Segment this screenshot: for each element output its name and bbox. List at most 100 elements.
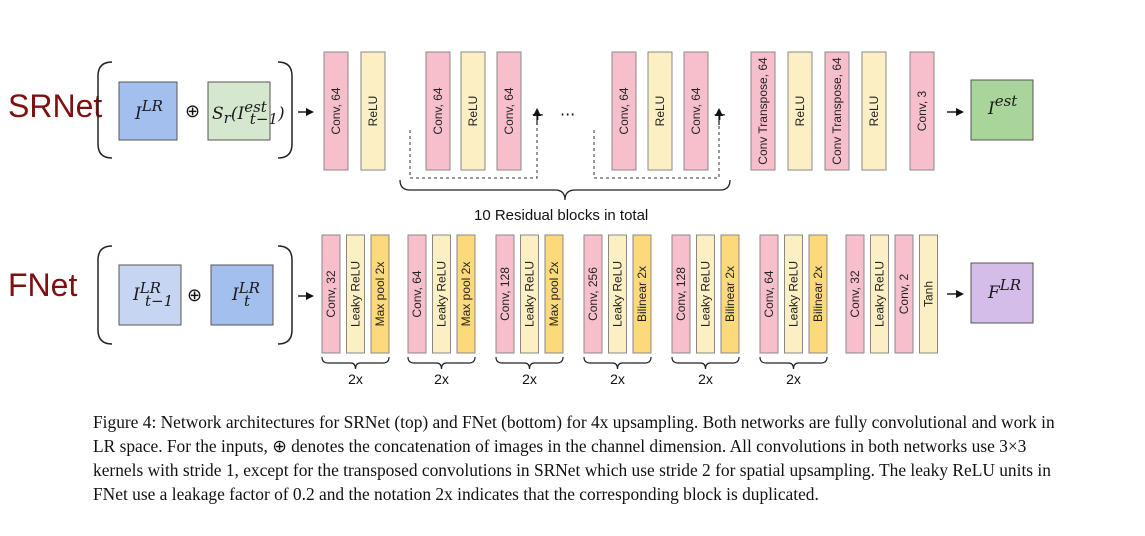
fnet-group-4-layer-2: [608, 234, 627, 354]
fnet-group-4-dup-label: 2x: [610, 371, 625, 387]
fnet-group-1-layer-3-label: Max pool 2x: [373, 262, 387, 327]
srnet-concat-symbol: ⊕: [185, 101, 200, 122]
srnet-input-warped-box: [207, 81, 271, 141]
srnet-layer-2-label: ReLU: [366, 96, 380, 127]
srnet-layer-1-label: Conv, 64: [329, 87, 343, 134]
fnet-group-5-layer-2-label: Leaky ReLU: [699, 261, 713, 327]
fnet-group-1-layer-1-label: Conv, 32: [324, 270, 338, 317]
srnet-residual-label: 10 Residual blocks in total: [474, 207, 648, 224]
fnet-group-1-layer-2: [346, 234, 365, 354]
fnet-group-7-layer-4-label: Tanh: [922, 281, 936, 307]
srnet-layer-12: [861, 51, 887, 171]
srnet-layer-11-label: Conv Transpose, 64: [830, 57, 844, 165]
caption-suffix: use a leakage factor of 0.2 and the nota…: [127, 484, 819, 504]
fnet-group-1-layer-1: [321, 234, 341, 354]
fnet-group-7-layer-4: [919, 234, 938, 354]
fnet-group-3-layer-2: [520, 234, 539, 354]
fnet-group-7-layer-2-label: Leaky ReLU: [873, 261, 887, 327]
fnet-group-1-dup-label: 2x: [348, 371, 363, 387]
caption-mid3: which use stride 2 for spatial upsamplin…: [580, 460, 1056, 480]
srnet-layer-10: [787, 51, 813, 171]
srnet-layer-12-label: ReLU: [867, 96, 881, 127]
fnet-group-3-dup-brace: [495, 356, 564, 370]
caption-srnet: SRNet: [343, 412, 391, 432]
caption-mid1: (top) and: [390, 412, 462, 432]
fnet-group-2-layer-3: [456, 234, 476, 354]
caption-prefix: Figure 4: Network architectures for: [93, 412, 344, 432]
srnet-layer-10-label: ReLU: [793, 96, 807, 127]
srnet-layer-8: [683, 51, 709, 171]
fnet-layers: Conv, 32 Leaky ReLU Max pool 2x 2x Conv, 64 L…: [321, 234, 938, 387]
srnet-output-box: [970, 79, 1034, 141]
srnet-layer-6: [611, 51, 637, 171]
fnet-group-3-layer-3: [544, 234, 564, 354]
fnet-output-box: [970, 262, 1034, 324]
fnet-group-1-layer-3: [370, 234, 390, 354]
fnet-group-2-layer-2-label: Leaky ReLU: [435, 261, 449, 327]
fnet-group-5-dup-label: 2x: [698, 371, 713, 387]
srnet-layer-2: [360, 51, 386, 171]
fnet-group-6-layer-1: [759, 234, 779, 354]
fnet-group-3-layer-1: [495, 234, 515, 354]
fnet-group-6-layer-3: [808, 234, 828, 354]
fnet-group-5-layer-3-label: Bilinear 2x: [723, 266, 737, 322]
fnet-group-6-layer-3-label: Bilinear 2x: [811, 266, 825, 322]
srnet-layer-9: [750, 51, 776, 171]
fnet-group-6-layer-2-label: Leaky ReLU: [787, 261, 801, 327]
fnet-group-2-layer-1-label: Conv, 64: [410, 270, 424, 317]
fnet-group-4-layer-1: [583, 234, 603, 354]
fnet-group-7-layer-1: [845, 234, 865, 354]
srnet-output-label: Iest: [987, 92, 1018, 119]
fnet-group-1-dup-brace: [321, 356, 390, 370]
fnet-group-6-dup-label: 2x: [786, 371, 801, 387]
srnet-input-right-bracket: [277, 61, 293, 159]
srnet-residual-skip-1: [409, 118, 538, 179]
caption-fnet-2: FNet: [93, 484, 128, 504]
srnet-layer-5-label: Conv, 64: [502, 87, 516, 134]
fnet-group-5-layer-1-label: Conv, 128: [674, 267, 688, 321]
srnet-layer-7: [647, 51, 673, 171]
srnet-layer-1: [323, 51, 349, 171]
caption-fnet: FNet: [462, 412, 497, 432]
fnet-input-prev-box: [118, 264, 182, 326]
srnet-input-lr-box: [118, 81, 178, 141]
fnet-group-6-layer-2: [784, 234, 803, 354]
fnet-group-6-dup-brace: [759, 356, 828, 370]
fnet-group-5-layer-2: [696, 234, 715, 354]
fnet-input-right-bracket: [277, 245, 293, 345]
srnet-layer-11: [824, 51, 850, 171]
srnet-layer-3: [425, 51, 451, 171]
fnet-group-7-layer-3-label: Conv, 2: [897, 273, 911, 314]
fnet-group-5-layer-3: [720, 234, 740, 354]
srnet-layer-7-label: ReLU: [653, 96, 667, 127]
fnet-group-5-dup-brace: [671, 356, 740, 370]
fnet-concat-symbol: ⊕: [187, 285, 202, 306]
fnet-output-label: FLR: [987, 276, 1021, 303]
fnet-group-3-dup-label: 2x: [522, 371, 537, 387]
srnet-layer-13: [909, 51, 935, 171]
srnet-layer-6-label: Conv, 64: [617, 87, 631, 134]
fnet-label: FNet: [8, 267, 77, 303]
srnet-layer-5: [496, 51, 522, 171]
srnet-input-left-bracket: [97, 61, 113, 159]
fnet-group-6-layer-1-label: Conv, 64: [762, 270, 776, 317]
srnet-input-lr-label: ILR: [134, 97, 163, 124]
fnet-group-2-dup-label: 2x: [434, 371, 449, 387]
srnet-layer-4: [460, 51, 486, 171]
fnet-group-4-layer-3-label: Bilinear 2x: [635, 266, 649, 322]
fnet-input-left-bracket: [97, 245, 113, 345]
fnet-group-2-dup-brace: [407, 356, 476, 370]
srnet-label: SRNet: [8, 88, 102, 124]
fnet-group-3-layer-3-label: Max pool 2x: [547, 262, 561, 327]
fnet-group-4-dup-brace: [583, 356, 652, 370]
fnet-group-5-layer-1: [671, 234, 691, 354]
fnet-group-7-layer-1-label: Conv, 32: [848, 270, 862, 317]
srnet-layer-9-label: Conv Transpose, 64: [756, 57, 770, 165]
srnet-layer-13-label: Conv, 3: [915, 90, 929, 131]
fnet-group-2-layer-3-label: Max pool 2x: [459, 262, 473, 327]
srnet-residual-skip-2: [593, 118, 720, 179]
